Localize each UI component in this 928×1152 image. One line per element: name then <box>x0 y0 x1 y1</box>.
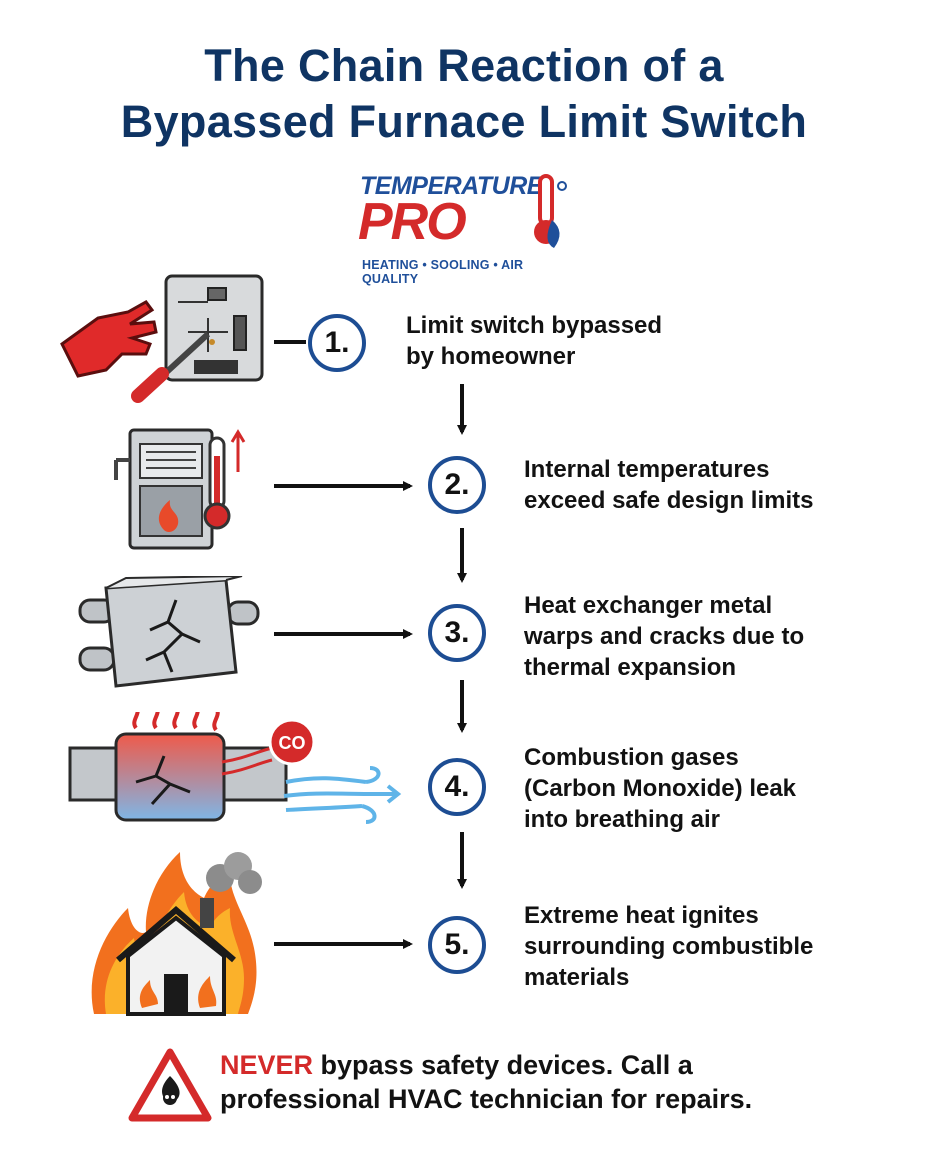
logo-thermometer-icon <box>534 174 567 248</box>
step-number-3: 3. <box>428 604 486 662</box>
logo-tagline: HEATING • SOOLING • AIR QUALITY <box>362 258 524 286</box>
step-2-line-2: exceed safe design limits <box>524 487 814 514</box>
footer-line-1-rest: bypass safety devices. Call a <box>313 1050 693 1080</box>
step-1-line-2: by homeowner <box>406 343 576 370</box>
step-5-line-1: Extreme heat ignites <box>524 902 759 929</box>
step-number-1: 1. <box>308 314 366 372</box>
step-number-4: 4. <box>428 758 486 816</box>
house-fire-icon <box>91 852 262 1016</box>
step-text-5: Extreme heat ignites surrounding combust… <box>524 900 813 993</box>
title-line-2: Bypassed Furnace Limit Switch <box>120 96 808 147</box>
step-5-line-2: surrounding combustible <box>524 933 814 960</box>
cracked-heat-exchanger-icon <box>78 576 260 688</box>
footer-line-2: professional HVAC technician for repairs… <box>220 1084 753 1114</box>
step-4-line-2: (Carbon Monoxide) leak <box>524 775 797 802</box>
step-3-line-2: warps and cracks due to <box>524 623 805 650</box>
logo-word-temperature: TEMPERATURE <box>360 172 543 200</box>
step-text-3: Heat exchanger metal warps and cracks du… <box>524 590 804 683</box>
step-text-1: Limit switch bypassed by homeowner <box>406 310 662 372</box>
furnace-thermometer-icon <box>114 428 246 550</box>
warning-fire-skull-icon <box>128 1048 212 1122</box>
step-text-2: Internal temperatures exceed safe design… <box>524 454 813 516</box>
step-5-line-3: materials <box>524 964 630 991</box>
step-number-5: 5. <box>428 916 486 974</box>
step-4-line-1: Combustion gases <box>524 744 739 771</box>
footer-warning-text: NEVER bypass safety devices. Call a prof… <box>220 1048 860 1116</box>
co-badge: CO <box>279 733 306 753</box>
step-3-line-1: Heat exchanger metal <box>524 592 773 619</box>
step-number-2: 2. <box>428 456 486 514</box>
co-leak-icon: CO <box>68 712 402 824</box>
footer-never: NEVER <box>220 1050 314 1080</box>
footer-line-1: NEVER bypass safety devices. Call a <box>220 1048 860 1082</box>
company-logo: TEMPERATURE PRO HEATING • SOOLING • AIR … <box>356 170 576 286</box>
step-2-line-1: Internal temperatures <box>524 456 770 483</box>
step-text-4: Combustion gases (Carbon Monoxide) leak … <box>524 742 796 835</box>
logo-word-pro: PRO <box>358 193 467 251</box>
title-line-1: The Chain Reaction of a <box>204 40 724 91</box>
step-1-line-1: Limit switch bypassed <box>406 312 663 339</box>
step-3-line-3: thermal expansion <box>524 654 737 681</box>
page-title: The Chain Reaction of a Bypassed Furnace… <box>0 38 928 150</box>
circuit-board-hand-screwdriver-icon <box>60 274 264 403</box>
step-4-line-3: into breathing air <box>524 806 721 833</box>
